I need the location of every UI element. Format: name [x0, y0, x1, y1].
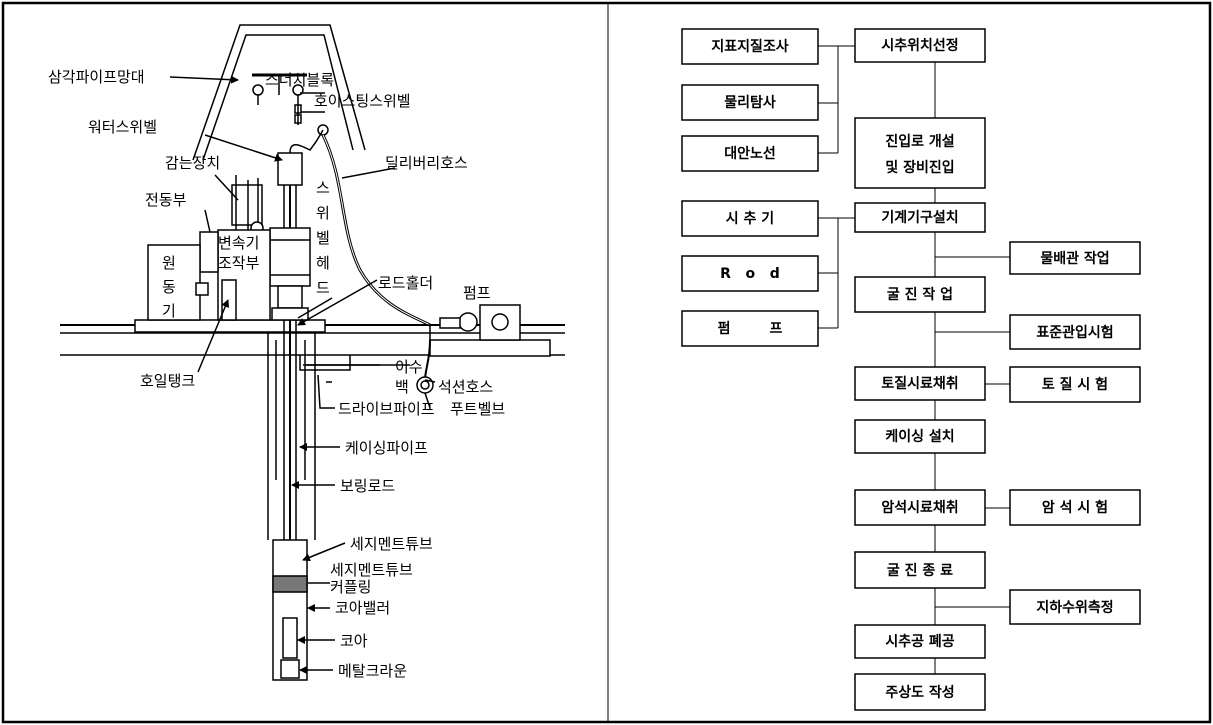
task-water-piping — [1009, 241, 1141, 275]
label-sediment-coupling-line1: 세지멘트튜브 — [330, 561, 413, 579]
label-swivel-head-1: 스 — [316, 179, 330, 197]
label-swivel-head-4: 헤 — [316, 254, 330, 272]
drilling-equipment-illustration — [60, 24, 565, 681]
label-sediment-coupling-line2: 커플링 — [330, 578, 371, 596]
task-soil-test — [1009, 366, 1141, 403]
box-alternative-route — [681, 135, 819, 172]
task-groundwater-measurement — [1009, 589, 1141, 625]
label-oil-tank: 호일탱크 — [140, 372, 195, 390]
task-standard-penetration-test — [1009, 314, 1141, 350]
task-groundwater-measurement-text: 지하수위측정 — [1036, 599, 1113, 616]
label-hoisting-swivel: 호이스팅스위벨 — [314, 92, 411, 110]
label-rod-holder: 로드홀더 — [378, 274, 433, 292]
step-access-road-line2: 및 장비진입 — [885, 159, 954, 176]
label-boring-rod: 보링로드 — [340, 477, 395, 495]
label-swivel-head-3: 벨 — [316, 229, 330, 247]
label-delivery-hose: 딜리버리호스 — [385, 154, 468, 172]
label-mud-pit-line1: 이수 — [395, 358, 423, 376]
step-boring-log — [854, 673, 986, 711]
step-access-road-line1: 진입로 개설 — [885, 133, 954, 150]
step-drilling-end-text: 굴 진 종 료 — [887, 562, 953, 579]
box-drill-machine-text: 시 추 기 — [726, 211, 774, 227]
box-geophysical-survey — [681, 84, 819, 121]
task-rock-test — [1009, 489, 1141, 526]
box-pump — [681, 310, 819, 347]
step-borehole-closure — [854, 624, 986, 659]
task-standard-penetration-test-text: 표준관입시험 — [1036, 324, 1113, 341]
step-access-road — [854, 117, 986, 189]
box-surface-geology-survey — [681, 28, 819, 65]
label-swivel-head-5: 드 — [316, 279, 330, 297]
label-metal-crown: 메탈크라운 — [338, 662, 407, 680]
step-install-equipment-text: 기계기구설치 — [881, 210, 958, 226]
step-select-drilling-location-text: 시추위치선정 — [881, 37, 958, 54]
label-pump: 펌프 — [463, 284, 491, 302]
label-casing-pipe: 케이싱파이프 — [345, 439, 428, 457]
box-surface-geology-survey-text: 지표지질조사 — [711, 39, 788, 55]
box-rod — [681, 255, 819, 292]
step-soil-sampling — [854, 366, 986, 401]
label-engine-3: 기 — [162, 302, 176, 320]
task-soil-test-text: 토 질 시 험 — [1042, 376, 1108, 393]
step-rock-sampling — [854, 489, 986, 526]
label-gearbox-line1: 변속기 — [218, 234, 259, 252]
label-core: 코아 — [340, 632, 368, 650]
label-snatch-block: 스너치블록 — [265, 71, 334, 89]
step-select-drilling-location — [854, 28, 986, 63]
step-rock-sampling-text: 암석시료채취 — [881, 499, 958, 516]
label-engine-1: 원 — [162, 254, 176, 272]
box-geophysical-survey-text: 물리탐사 — [724, 94, 776, 111]
flowchart-connectors — [818, 45, 1010, 674]
box-drill-machine — [681, 200, 819, 237]
label-water-swivel: 워터스위벨 — [88, 118, 157, 136]
equipment-labels: 삼각파이프망대 스너치블록 호이스팅스위벨 워터스위벨 감는장치 딜리버리호스 … — [48, 68, 505, 680]
box-pump-text: 펌 프 — [718, 320, 783, 337]
label-transmission: 전동부 — [145, 191, 187, 209]
step-install-equipment — [854, 202, 986, 233]
box-rod-text: R o d — [720, 266, 780, 282]
box-alternative-route-text: 대안노선 — [724, 145, 776, 162]
step-drilling-work — [854, 276, 986, 313]
step-drilling-work-text: 굴 진 작 업 — [887, 286, 953, 303]
label-triangle-pipe-mast: 삼각파이프망대 — [48, 68, 145, 86]
step-borehole-closure-text: 시추공 폐공 — [885, 634, 954, 650]
label-foot-valve: 푸트벨브 — [450, 400, 505, 418]
step-boring-log-text: 주상도 작성 — [885, 684, 954, 701]
step-casing-installation-text: 케이싱 설치 — [885, 428, 954, 445]
label-winding-device: 감는장치 — [165, 154, 220, 172]
label-mud-pit-line2: 백 — [395, 378, 409, 396]
label-sediment-tube: 세지멘트튜브 — [350, 535, 433, 553]
label-gearbox-line2: 조작부 — [218, 254, 260, 272]
step-soil-sampling-text: 토질시료채취 — [881, 376, 958, 392]
label-core-barrel: 코아밸러 — [335, 599, 390, 617]
task-rock-test-text: 암 석 시 험 — [1042, 499, 1108, 516]
task-water-piping-text: 물배관 작업 — [1040, 250, 1109, 267]
label-engine-2: 동 — [162, 278, 176, 296]
label-suction-hose: 석션호스 — [438, 378, 493, 396]
label-swivel-head-2: 위 — [316, 204, 330, 222]
step-drilling-end — [854, 551, 986, 589]
label-drive-pipe: 드라이브파이프 — [338, 400, 435, 418]
flowchart: 지표지질조사 물리탐사 대안노선 시 추 기 R o d 펌 프 시추위치선정 … — [681, 28, 1141, 711]
step-casing-installation — [854, 419, 986, 454]
